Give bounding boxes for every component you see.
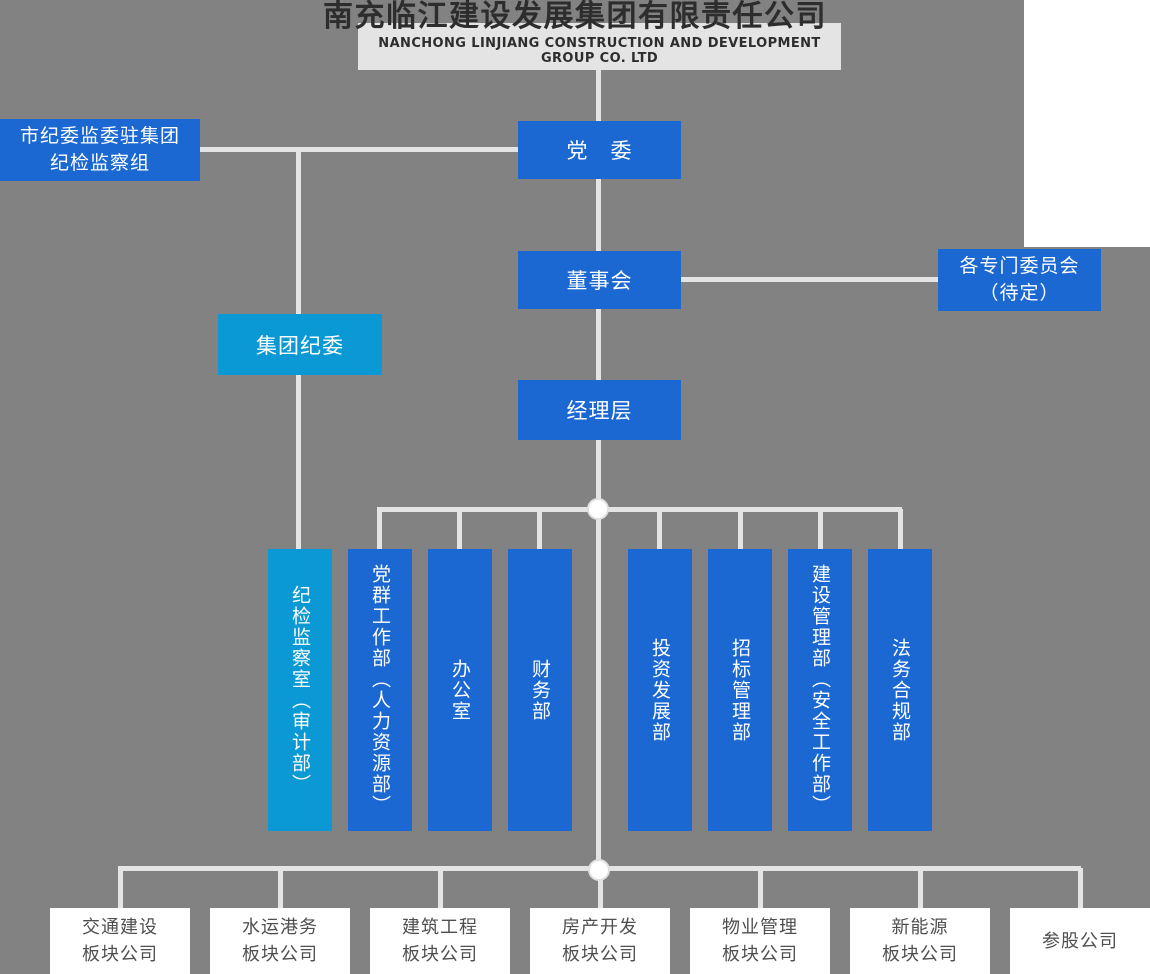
connector-line <box>598 868 603 908</box>
connector-line <box>898 509 903 549</box>
dept-box-general-office: 办公室 <box>428 549 492 831</box>
subsidiary-box-equity-participation: 参股公司 <box>1010 908 1150 974</box>
connector-line <box>679 277 939 282</box>
connector-line <box>537 509 542 549</box>
dept-box-bidding-management: 招标管理部 <box>708 549 772 831</box>
connector-line <box>118 868 123 908</box>
title-banner <box>358 23 841 70</box>
subsidiary-box-real-estate: 房产开发 板块公司 <box>530 908 670 974</box>
connector-line <box>758 868 763 908</box>
node-board-of-directors: 董事会 <box>518 251 681 309</box>
subsidiary-box-new-energy: 新能源 板块公司 <box>850 908 990 974</box>
connector-line <box>377 507 902 512</box>
node-management-team: 经理层 <box>518 380 681 440</box>
connector-line <box>1078 868 1083 908</box>
junction-dot <box>587 498 609 520</box>
node-city-discipline-inspection-group: 市纪委监委驻集团 纪检监察组 <box>0 119 200 181</box>
dept-box-construction-safety: 建设管理部（安全工作部） <box>788 549 852 831</box>
node-group-discipline-committee: 集团纪委 <box>218 314 382 375</box>
subsidiary-box-water-port: 水运港务 板块公司 <box>210 908 350 974</box>
dept-box-finance: 财务部 <box>508 549 572 831</box>
connector-line <box>596 70 601 121</box>
connector-line <box>657 509 662 549</box>
dept-box-party-affairs-hr: 党群工作部（人力资源部） <box>348 549 412 831</box>
connector-line <box>278 868 283 908</box>
node-party-committee: 党 委 <box>518 121 681 179</box>
connector-line <box>296 150 301 314</box>
dept-box-legal-compliance: 法务合规部 <box>868 549 932 831</box>
connector-line <box>296 375 301 549</box>
connector-line <box>596 179 601 251</box>
subsidiary-box-building-engineering: 建筑工程 板块公司 <box>370 908 510 974</box>
node-special-committees: 各专门委员会 （待定） <box>938 249 1101 311</box>
background-corner <box>1024 0 1150 247</box>
connector-line <box>738 509 743 549</box>
connector-line <box>596 309 601 380</box>
org-title-english: NANCHONG LINJIANG CONSTRUCTION AND DEVEL… <box>378 36 821 66</box>
subsidiary-box-transport-construction: 交通建设 板块公司 <box>50 908 190 974</box>
connector-line <box>818 509 823 549</box>
connector-line <box>377 509 382 549</box>
connector-line <box>596 440 601 870</box>
connector-line <box>198 147 520 152</box>
connector-line <box>918 868 923 908</box>
junction-dot <box>588 859 610 881</box>
connector-line <box>438 868 443 908</box>
dept-box-investment-development: 投资发展部 <box>628 549 692 831</box>
connector-line <box>457 509 462 549</box>
subsidiary-box-property-management: 物业管理 板块公司 <box>690 908 830 974</box>
org-title: 南充临江建设发展集团有限责任公司 <box>323 0 827 34</box>
dept-box-discipline-inspection-audit: 纪检监察室（审计部） <box>268 549 332 831</box>
